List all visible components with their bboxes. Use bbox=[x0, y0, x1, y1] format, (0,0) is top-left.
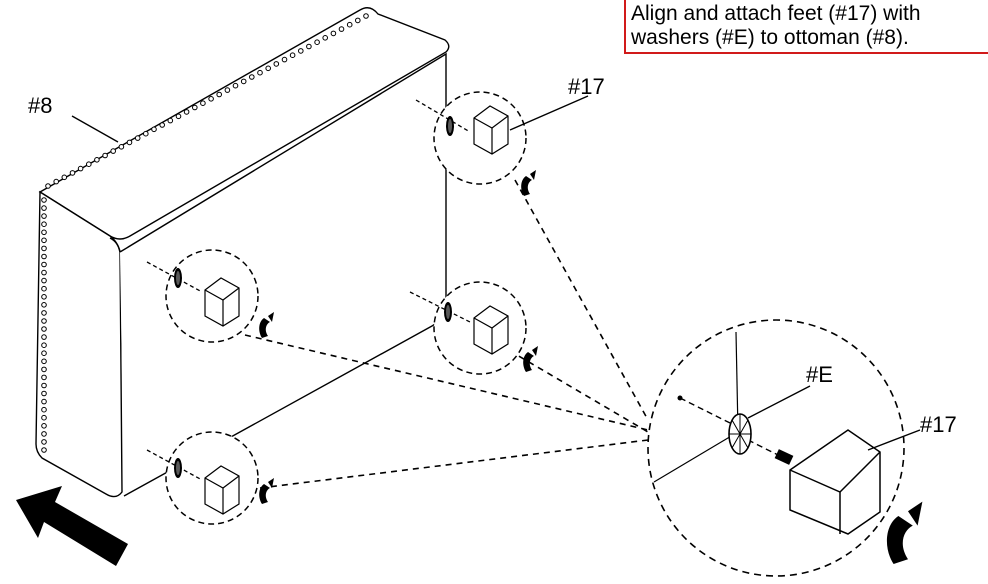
stitch-dot bbox=[77, 165, 84, 172]
stitch-dot bbox=[41, 366, 47, 373]
instruction-line-2: washers (#E) to ottoman (#8). bbox=[631, 26, 909, 49]
instruction-line-1: Align and attach feet (#17) with bbox=[631, 2, 921, 25]
instruction-note: Align and attach feet (#17) with washers… bbox=[624, 0, 988, 54]
stitch-dot bbox=[322, 35, 329, 41]
stitch-dot bbox=[41, 342, 47, 349]
direction-arrow-icon bbox=[16, 486, 128, 566]
stitch-dot bbox=[224, 87, 231, 93]
stitch-dot bbox=[143, 130, 149, 137]
stitch-dot bbox=[41, 221, 47, 227]
stitch-dot bbox=[41, 237, 47, 244]
stitch-dot bbox=[314, 39, 320, 46]
stitch-dot bbox=[183, 109, 190, 115]
stitch-dot bbox=[338, 26, 345, 32]
label-washer-detail: #E bbox=[806, 362, 833, 387]
stitch-dot bbox=[41, 285, 47, 292]
stitch-dot bbox=[208, 96, 214, 102]
stitch-dot bbox=[257, 69, 263, 76]
stitch-dot bbox=[134, 135, 141, 141]
stitch-dot bbox=[110, 148, 116, 154]
label-foot-detail: #17 bbox=[920, 412, 957, 437]
stitch-dot bbox=[53, 178, 60, 185]
stitch-dot bbox=[151, 126, 157, 133]
detail-circle-top-right bbox=[415, 91, 527, 185]
stitch-dot bbox=[69, 170, 76, 176]
stitch-dot bbox=[41, 229, 47, 236]
stitch-dot bbox=[41, 261, 47, 268]
rotate-arrow-icon bbox=[259, 170, 923, 564]
stitch-dot bbox=[41, 326, 47, 332]
stitch-dot bbox=[216, 91, 222, 98]
stitch-dot bbox=[41, 294, 47, 300]
stitch-dot bbox=[41, 269, 47, 276]
stitch-dot bbox=[102, 152, 108, 159]
stitch-dot bbox=[289, 52, 296, 59]
leader-lines bbox=[244, 179, 649, 489]
stitch-dot bbox=[265, 65, 272, 72]
stitch-dot bbox=[41, 245, 47, 252]
stitch-dot bbox=[281, 56, 288, 63]
ottoman-body bbox=[35, 7, 450, 498]
stitch-dot bbox=[94, 157, 100, 163]
stitch-dot bbox=[41, 302, 47, 308]
stitch-dot bbox=[355, 17, 361, 24]
stitch-dot bbox=[41, 213, 47, 219]
stitch-dot bbox=[41, 398, 47, 405]
detail-circle-middle-right bbox=[409, 281, 527, 375]
stitch-dot bbox=[41, 334, 47, 340]
stitch-dot bbox=[41, 197, 47, 203]
detail-circle-large bbox=[647, 319, 905, 577]
stitch-dot bbox=[41, 406, 47, 413]
stitch-dot bbox=[126, 139, 133, 146]
stitch-dot bbox=[167, 117, 174, 124]
stitch-dot bbox=[45, 183, 51, 189]
stitch-dot bbox=[41, 358, 47, 365]
stitch-dot bbox=[41, 374, 47, 381]
stitch-dot bbox=[86, 161, 92, 167]
stitch-dot bbox=[41, 310, 47, 316]
stitch-dot bbox=[41, 205, 47, 211]
stitch-dot bbox=[363, 13, 369, 19]
foot-17-large bbox=[789, 429, 881, 535]
stitch-dot bbox=[249, 74, 255, 80]
stitch-dot bbox=[41, 350, 47, 357]
stitch-dot bbox=[41, 318, 47, 324]
stitch-dot bbox=[159, 122, 165, 128]
stitch-dot bbox=[192, 104, 198, 111]
stitch-dot bbox=[118, 144, 125, 150]
stitch-dot bbox=[175, 113, 182, 120]
stitch-dot bbox=[306, 43, 312, 50]
stitch-dot bbox=[200, 100, 206, 106]
stitch-dot bbox=[41, 277, 47, 284]
stitching-top: document.currentScript && 0; bbox=[41, 13, 369, 453]
stitch-dot bbox=[41, 447, 47, 453]
stitch-dot bbox=[41, 431, 47, 437]
stitch-dot bbox=[41, 253, 47, 260]
label-ottoman: #8 bbox=[28, 93, 52, 118]
stitch-dot bbox=[273, 61, 280, 67]
detail-circle-middle-left bbox=[146, 249, 259, 343]
stitch-dot bbox=[41, 382, 47, 389]
stitch-dot bbox=[41, 439, 47, 445]
washer-e bbox=[728, 413, 752, 455]
detail-circle-bottom-left bbox=[146, 431, 259, 525]
stitch-dot bbox=[232, 82, 239, 89]
label-foot-top: #17 bbox=[568, 74, 605, 99]
stitch-dot bbox=[41, 390, 47, 397]
stitch-dot bbox=[240, 78, 247, 85]
stitch-dot bbox=[298, 48, 304, 54]
stitch-dot bbox=[346, 21, 353, 28]
stitch-dot bbox=[61, 174, 68, 181]
stitch-dot bbox=[41, 414, 47, 421]
stitch-dot bbox=[41, 423, 47, 429]
stitch-dot bbox=[330, 30, 337, 37]
